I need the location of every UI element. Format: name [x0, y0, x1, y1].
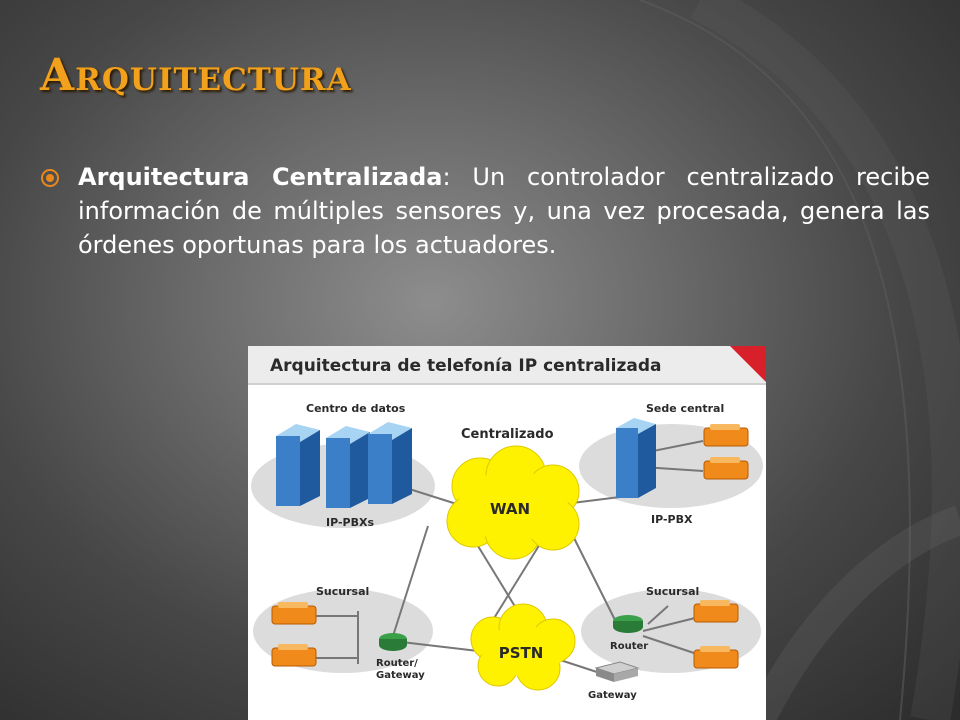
router-icon: [379, 633, 407, 651]
branch-right-label: Sucursal: [646, 585, 699, 598]
wan-label: WAN: [490, 500, 530, 518]
phone-icon: [703, 424, 749, 447]
architecture-diagram: Arquitectura de telefonía IP centralizad…: [248, 346, 766, 720]
diagram-title: Arquitectura de telefonía IP centralizad…: [270, 356, 661, 376]
phone-icon: [693, 646, 739, 669]
datacenter-device-label: IP-PBXs: [326, 516, 374, 529]
datacenter-label: Centro de datos: [306, 402, 406, 415]
branch-left-device-line1: Router/: [376, 658, 418, 669]
pstn-cloud: PSTN: [470, 603, 576, 691]
bullet-text: Arquitectura Centralizada: Un controlado…: [78, 160, 930, 262]
gateway-icon: [594, 661, 640, 682]
branch-left-device-line2: Gateway: [376, 670, 425, 681]
headquarters-device-label: IP-PBX: [651, 513, 693, 526]
bullet-separator: :: [442, 163, 451, 191]
slide-title: Arquitectura: [40, 50, 352, 101]
router-icon: [613, 615, 643, 633]
server-rack-icon: [276, 422, 412, 508]
centralized-label: Centralizado: [461, 427, 554, 442]
wan-cloud: WAN: [446, 445, 580, 560]
bullet-term: Arquitectura Centralizada: [78, 163, 443, 191]
headquarters-label: Sede central: [646, 402, 724, 415]
corner-accent-icon: [730, 346, 766, 382]
bullet-description: Un controlador centralizado recibe infor…: [78, 163, 930, 259]
phone-icon: [271, 644, 317, 667]
phone-icon: [693, 600, 739, 623]
phone-icon: [703, 457, 749, 480]
bullet-circle-icon: [41, 169, 59, 187]
pbx-server-icon: [616, 418, 656, 498]
branch-right-router-label: Router: [610, 641, 648, 652]
bullet-item: Arquitectura Centralizada: Un controlado…: [40, 160, 930, 262]
pstn-label: PSTN: [499, 644, 544, 662]
branch-right-gateway-label: Gateway: [588, 690, 637, 701]
phone-icon: [271, 602, 317, 625]
branch-left-label: Sucursal: [316, 585, 369, 598]
